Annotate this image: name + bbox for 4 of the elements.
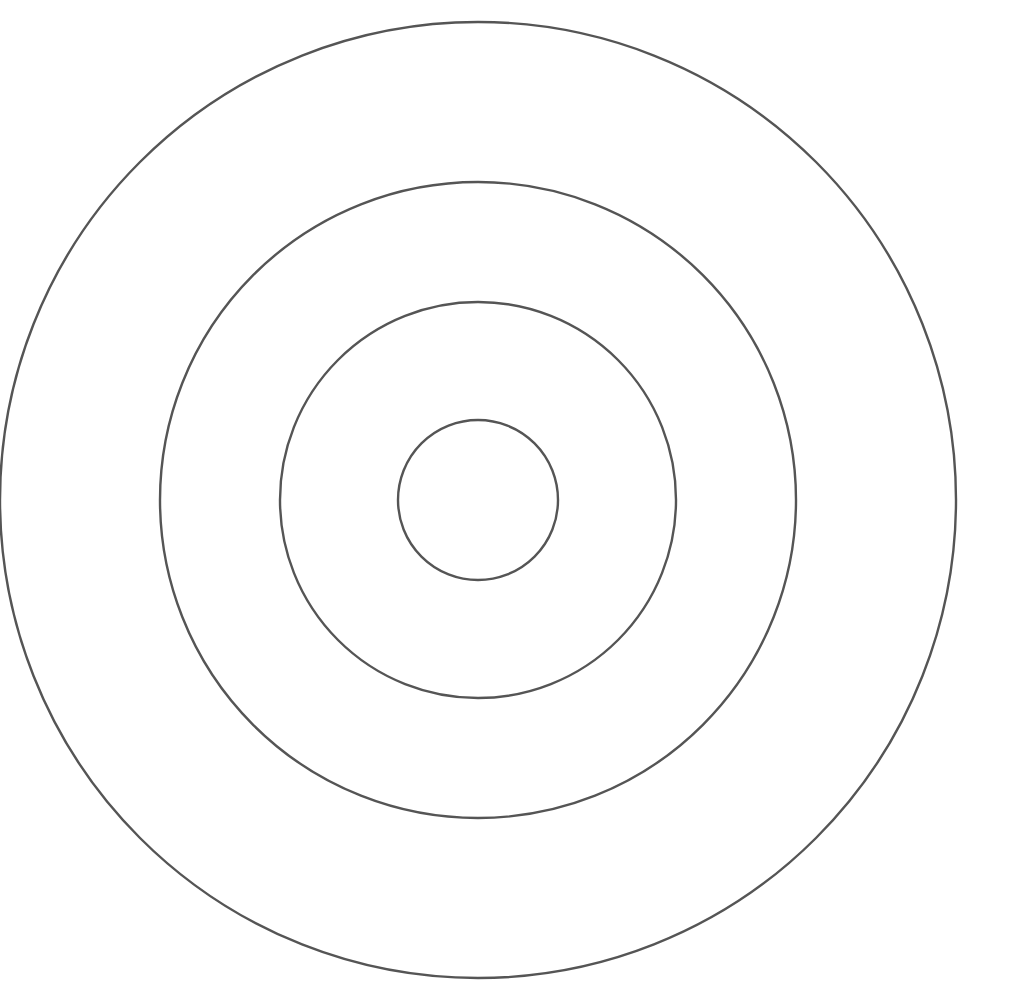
concentric-ring — [160, 182, 796, 818]
concentric-ring — [398, 420, 558, 580]
concentric-ring — [0, 22, 956, 978]
concentric-ring — [280, 302, 676, 698]
